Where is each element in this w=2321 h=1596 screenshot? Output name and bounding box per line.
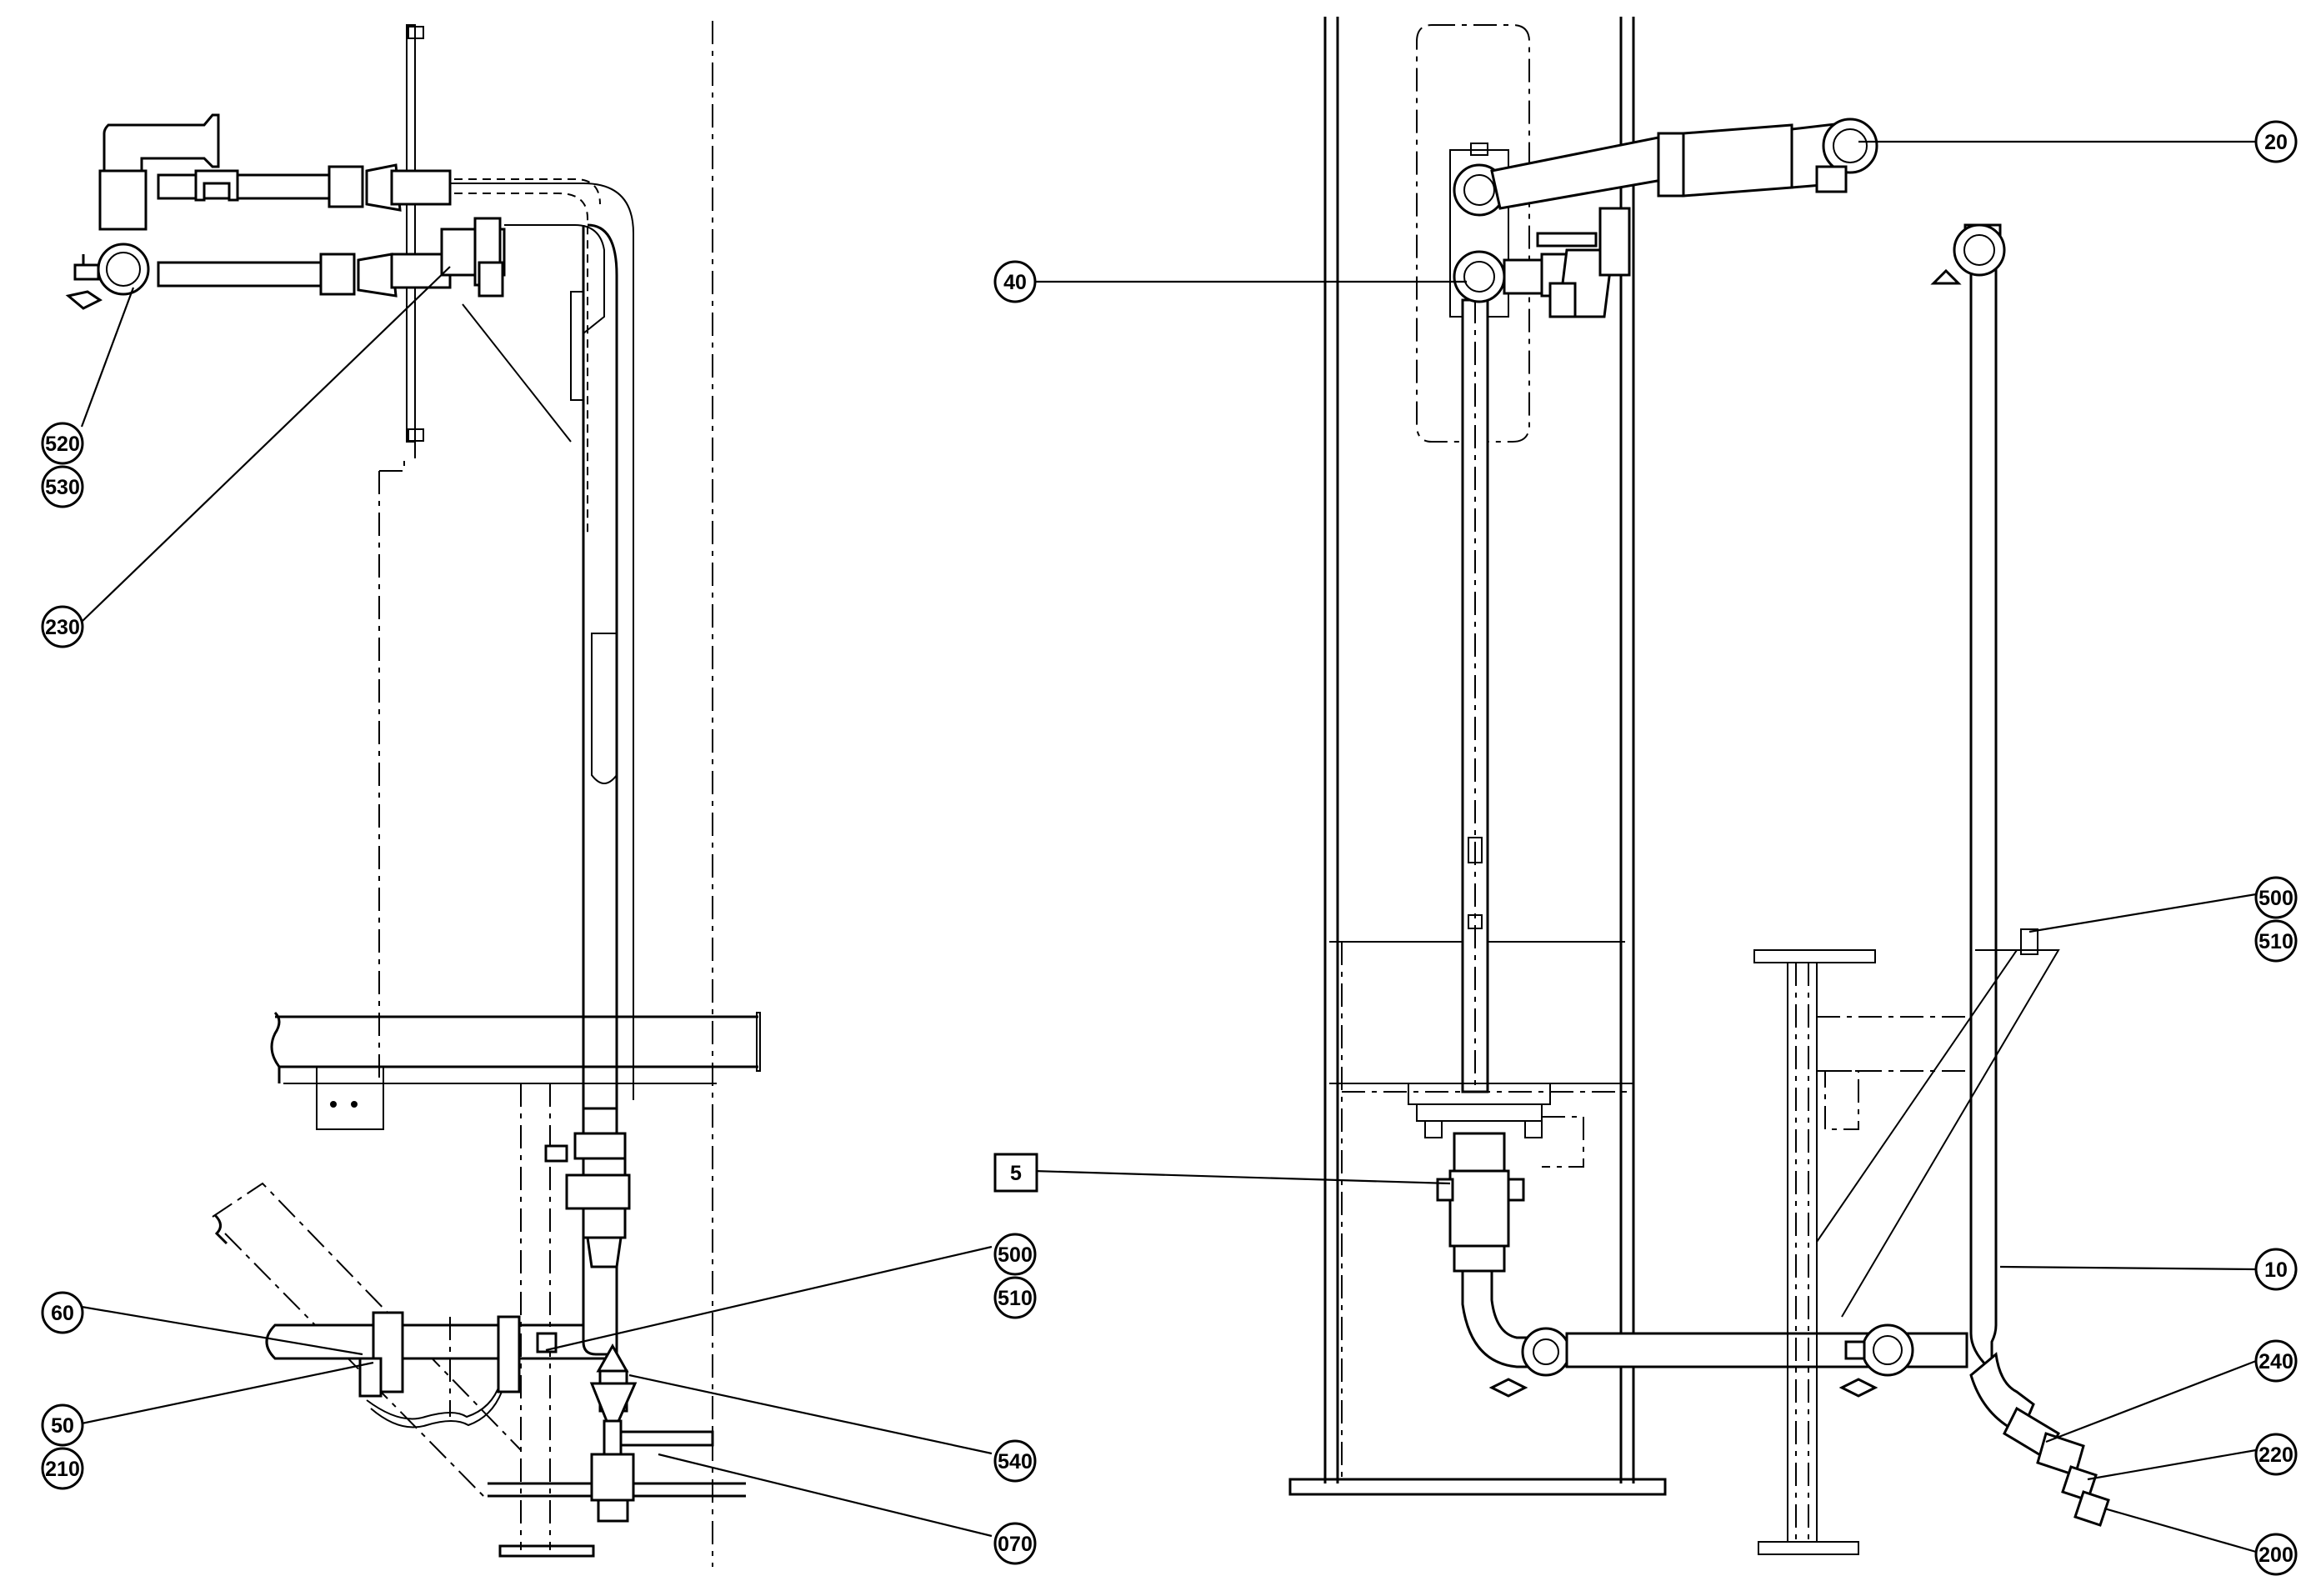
svg-text:520: 520 bbox=[45, 433, 80, 456]
callout-500-left: 500 bbox=[993, 1233, 1037, 1276]
svg-text:50: 50 bbox=[51, 1414, 74, 1438]
svg-text:220: 220 bbox=[2258, 1443, 2293, 1467]
svg-text:230: 230 bbox=[45, 616, 80, 639]
callout-230: 230 bbox=[41, 605, 84, 648]
callout-530: 530 bbox=[41, 465, 84, 508]
svg-text:510: 510 bbox=[2258, 930, 2293, 953]
svg-text:210: 210 bbox=[45, 1458, 80, 1481]
callout-10: 10 bbox=[2254, 1248, 2298, 1291]
callout-210: 210 bbox=[41, 1447, 84, 1490]
callout-240: 240 bbox=[2254, 1339, 2298, 1383]
svg-text:540: 540 bbox=[998, 1450, 1033, 1473]
callout-070: 070 bbox=[993, 1522, 1037, 1565]
callout-50: 50 bbox=[41, 1403, 84, 1447]
callout-60: 60 bbox=[41, 1291, 84, 1334]
svg-text:10: 10 bbox=[2264, 1258, 2288, 1282]
svg-text:200: 200 bbox=[2258, 1543, 2293, 1567]
right-view bbox=[1288, 17, 2110, 1555]
callout-500-right: 500 bbox=[2254, 876, 2298, 919]
svg-text:5: 5 bbox=[1010, 1162, 1022, 1185]
callout-20: 20 bbox=[2254, 120, 2298, 163]
callout-200: 200 bbox=[2254, 1533, 2298, 1576]
svg-text:40: 40 bbox=[1003, 271, 1027, 294]
svg-text:500: 500 bbox=[998, 1243, 1033, 1267]
callout-520: 520 bbox=[41, 422, 84, 465]
svg-text:60: 60 bbox=[51, 1302, 74, 1325]
svg-text:070: 070 bbox=[998, 1533, 1033, 1556]
svg-text:20: 20 bbox=[2264, 131, 2288, 154]
svg-text:240: 240 bbox=[2258, 1350, 2293, 1373]
svg-text:500: 500 bbox=[2258, 887, 2293, 910]
callout-510-right: 510 bbox=[2254, 919, 2298, 963]
callout-510-left: 510 bbox=[993, 1276, 1037, 1319]
callout-40: 40 bbox=[993, 260, 1037, 303]
callout-540: 540 bbox=[993, 1439, 1037, 1483]
left-view bbox=[65, 21, 761, 1567]
callout-220: 220 bbox=[2254, 1433, 2298, 1476]
callout-5: 5 bbox=[993, 1153, 1038, 1193]
svg-text:530: 530 bbox=[45, 476, 80, 499]
svg-text:510: 510 bbox=[998, 1287, 1033, 1310]
leader-lines bbox=[80, 140, 2257, 1553]
